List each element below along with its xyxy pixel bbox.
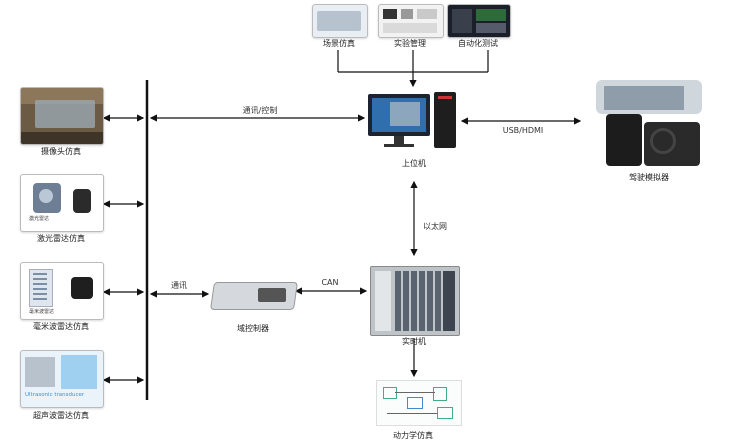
host-label: 上位机 <box>402 159 426 168</box>
radar-sim-image: 毫米波雷达 <box>20 262 104 320</box>
controller-bus-label: 通讯 <box>171 281 187 290</box>
driving-simulator-image <box>590 80 706 170</box>
ultrasonic-sim-image: Ultrasonic transducer <box>20 350 104 408</box>
scene-sim-label: 场景仿真 <box>323 39 355 48</box>
lidar-sim-image: 激光雷达 <box>20 174 104 232</box>
experiment-mgmt-label: 实验管理 <box>394 39 426 48</box>
dynamics-label: 动力学仿真 <box>393 431 433 440</box>
host-computer-icon <box>368 92 460 154</box>
bus-comm-label: 通讯/控制 <box>242 106 278 115</box>
simulator-label: 驾驶模拟器 <box>629 173 669 182</box>
controller-label: 域控制器 <box>237 324 269 333</box>
radar-sub-label: 毫米波雷达 <box>29 309 55 315</box>
camera-sim-image <box>20 87 104 145</box>
realtime-label: 实时机 <box>402 337 426 346</box>
lidar-sub-label: 激光雷达 <box>29 216 50 222</box>
realtime-machine-image <box>370 266 460 336</box>
ultrasonic-sim-label: 超声波雷达仿真 <box>33 411 89 420</box>
camera-sim-label: 摄像头仿真 <box>41 147 81 156</box>
experiment-mgmt-thumbnail <box>378 4 444 38</box>
ethernet-label: 以太网 <box>423 222 447 231</box>
domain-controller-image <box>210 276 298 310</box>
auto-test-thumbnail <box>447 4 511 38</box>
dynamics-diagram <box>376 380 462 426</box>
lidar-sim-label: 激光雷达仿真 <box>37 234 85 243</box>
can-label: CAN <box>321 278 339 287</box>
radar-sim-label: 毫米波雷达仿真 <box>33 322 89 331</box>
scene-sim-thumbnail <box>312 4 368 38</box>
auto-test-label: 自动化测试 <box>458 39 498 48</box>
ultrasonic-sub-label: Ultrasonic transducer <box>25 392 85 398</box>
usb-hdmi-label: USB/HDMI <box>502 126 544 135</box>
